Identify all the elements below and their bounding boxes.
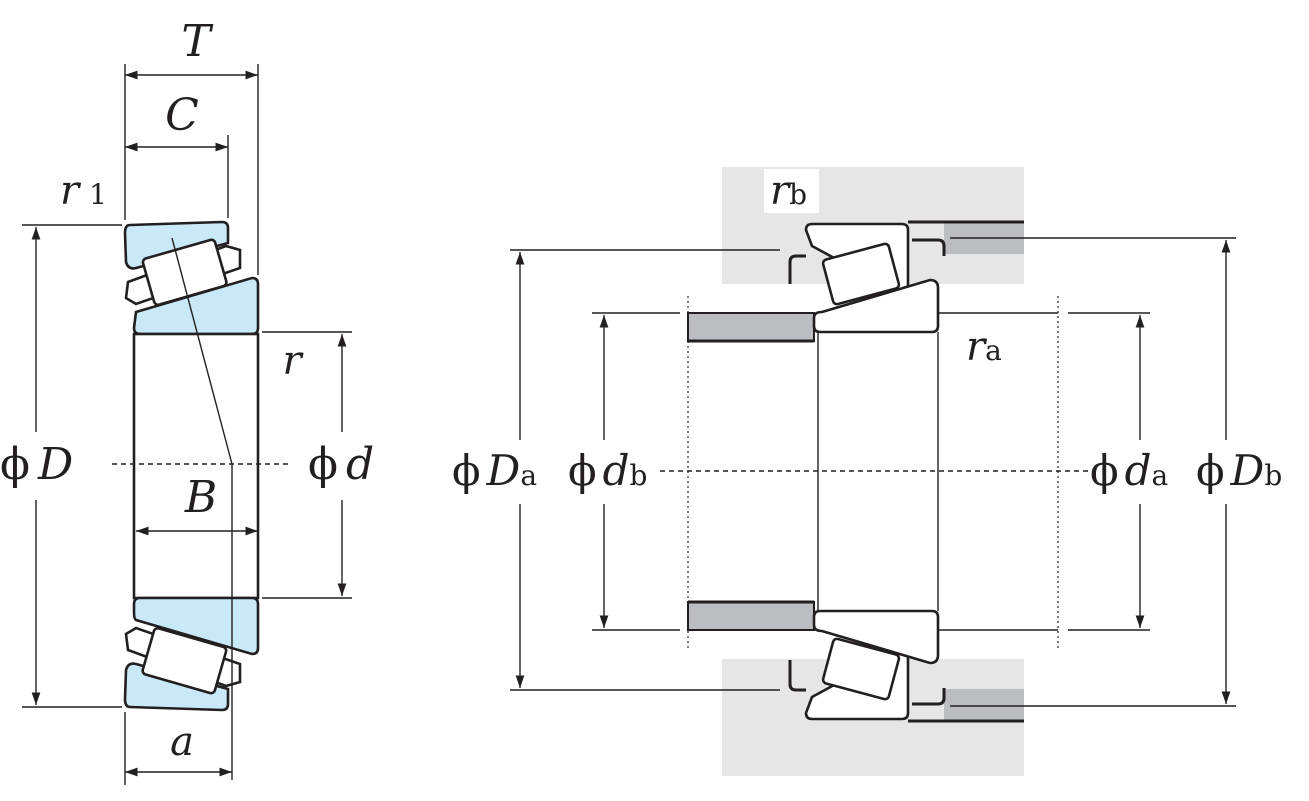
label-r: r	[282, 338, 304, 384]
label-rb: rb	[770, 168, 807, 214]
label-a: a	[170, 719, 194, 765]
shaft-shoulder-bottom	[687, 601, 815, 631]
label-C: C	[165, 90, 199, 141]
roller-top-right	[821, 242, 901, 306]
shaft-shoulder-top	[687, 312, 815, 342]
label-B: B	[184, 472, 217, 523]
label-ra: ra	[966, 324, 1002, 370]
roller-bottom-right	[821, 637, 901, 701]
housing-shoulder-bottom	[944, 689, 1024, 721]
roller-top	[141, 238, 228, 307]
label-T: T	[181, 16, 214, 67]
roller-bottom	[141, 626, 228, 695]
inner-ring-bore	[132, 332, 260, 600]
inner-ring-bottom	[132, 596, 260, 656]
inner-ring-top	[132, 276, 260, 336]
pressure-line	[171, 237, 233, 465]
